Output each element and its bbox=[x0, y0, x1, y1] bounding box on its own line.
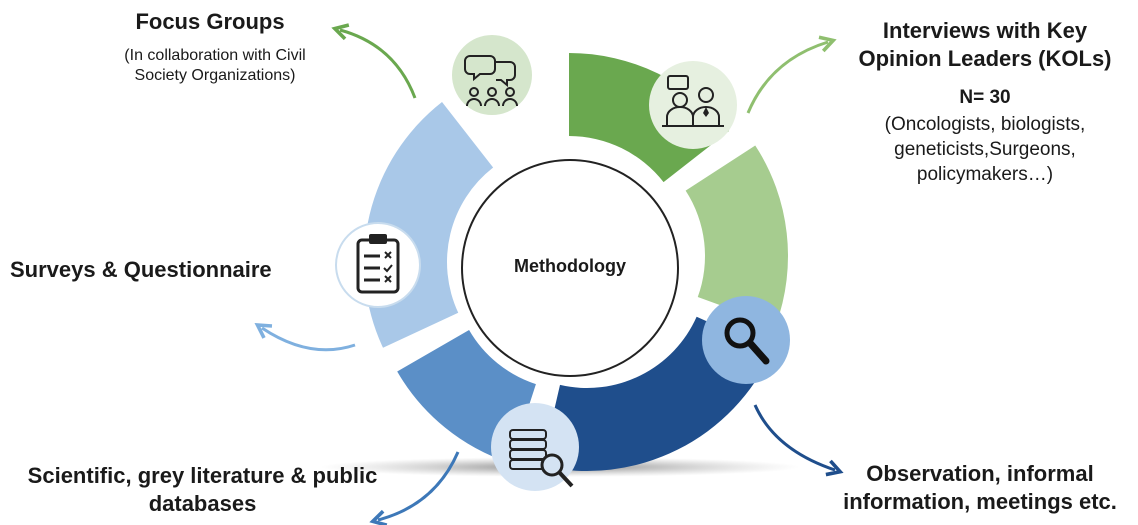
clipboard-icon bbox=[335, 222, 421, 308]
interviews-detail-line3: policymakers…) bbox=[916, 164, 1054, 185]
interview-icon bbox=[649, 61, 737, 149]
focus-groups-note-line2: Society Organizations) bbox=[134, 67, 296, 84]
focus-groups-note-line1: (In collaboration with Civil bbox=[124, 47, 306, 64]
interviews-segment bbox=[685, 145, 788, 326]
literature-arrow bbox=[369, 451, 460, 525]
center-label: Methodology bbox=[514, 256, 626, 276]
focus-groups-arrow bbox=[331, 23, 417, 99]
observation-line2: information, meetings etc. bbox=[843, 489, 1117, 514]
interviews-title-line2: Opinion Leaders (KOLs) bbox=[858, 46, 1112, 71]
interviews-count: N= 30 bbox=[959, 87, 1011, 108]
focus-groups-title: Focus Groups bbox=[135, 9, 285, 34]
observation-line1: Observation, informal bbox=[866, 461, 1094, 486]
literature-search-icon bbox=[491, 403, 579, 491]
center-circle bbox=[461, 159, 679, 377]
focus-group-icon bbox=[452, 35, 532, 115]
interviews-detail-line1: (Oncologists, biologists, bbox=[884, 114, 1086, 135]
interviews-title-line1: Interviews with Key bbox=[882, 18, 1088, 43]
focus-groups-segment bbox=[569, 53, 729, 183]
magnifier-icon bbox=[702, 296, 790, 384]
interviews-arrow bbox=[746, 35, 837, 114]
literature-line2: databases bbox=[148, 491, 257, 516]
surveys-title: Surveys & Questionnaire bbox=[10, 257, 272, 282]
observation-arrow bbox=[753, 404, 844, 477]
surveys-arrow bbox=[254, 322, 356, 352]
interviews-detail-line2: geneticists,Surgeons, bbox=[894, 139, 1076, 160]
literature-line1: Scientific, grey literature & public bbox=[27, 463, 378, 488]
